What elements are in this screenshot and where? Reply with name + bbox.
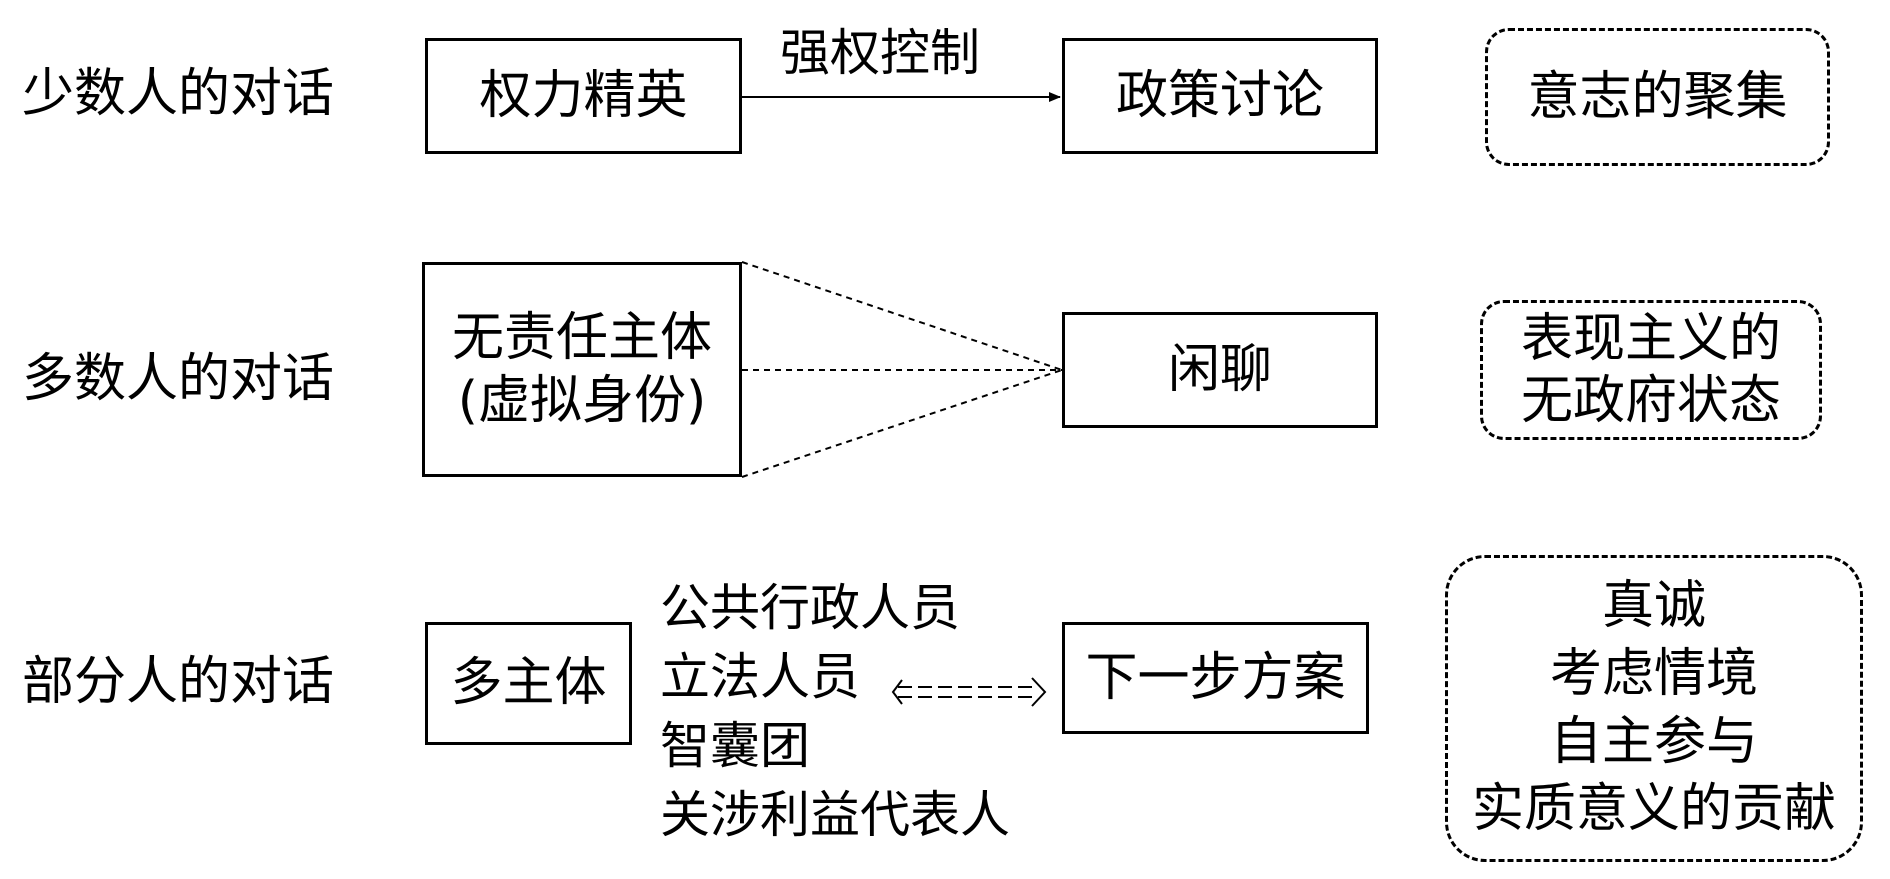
dashed-double-arrow [891,677,1047,707]
row-label-majority: 多数人的对话 [22,349,335,409]
next-step-plan-text: 下一步方案 [1085,647,1346,708]
chitchat-text: 闲聊 [1167,339,1272,400]
result-line: 真诚 [1601,576,1706,637]
participant-item: 立法人员 [660,648,860,706]
irresponsible-subject-line: 无责任主体 [451,308,712,369]
connector-label: 强权控制 [780,24,980,82]
next-step-plan-box: 下一步方案 [1062,622,1369,734]
policy-discussion-box: 政策讨论 [1062,38,1378,154]
power-elite-text: 权力精英 [479,65,688,126]
result-line: 实质意义的贡献 [1471,779,1836,840]
result-line: 意志的聚集 [1527,66,1788,127]
irresponsible-subject-box: 无责任主体 (虚拟身份) [422,262,742,477]
participants-list: 公共行政人员 立法人员 智囊团 关涉利益代表人 [660,574,1010,850]
participant-item: 智囊团 [660,717,810,775]
funnel-line-top [741,261,1063,371]
participant-item: 公共行政人员 [660,579,960,637]
virtual-identity-line: (虚拟身份) [457,370,707,431]
policy-discussion-text: 政策讨论 [1115,65,1324,126]
result-box-anarchy: 表现主义的 无政府状态 [1480,300,1822,440]
result-line: 自主参与 [1549,711,1758,772]
result-box-will-aggregation: 意志的聚集 [1485,28,1830,166]
result-line: 考虑情境 [1549,643,1758,704]
multi-subject-text: 多主体 [450,653,607,714]
participant-item: 关涉利益代表人 [660,786,1010,844]
funnel-line-bottom [741,369,1063,478]
result-line: 无政府状态 [1520,371,1781,431]
result-box-substantive-contribution: 真诚 考虑情境 自主参与 实质意义的贡献 [1445,555,1863,862]
multi-subject-box: 多主体 [425,622,632,745]
result-line: 表现主义的 [1520,308,1781,369]
row-label-minority: 少数人的对话 [22,64,335,124]
chitchat-box: 闲聊 [1062,312,1378,428]
row-label-partial: 部分人的对话 [22,652,335,712]
power-elite-box: 权力精英 [425,38,742,154]
